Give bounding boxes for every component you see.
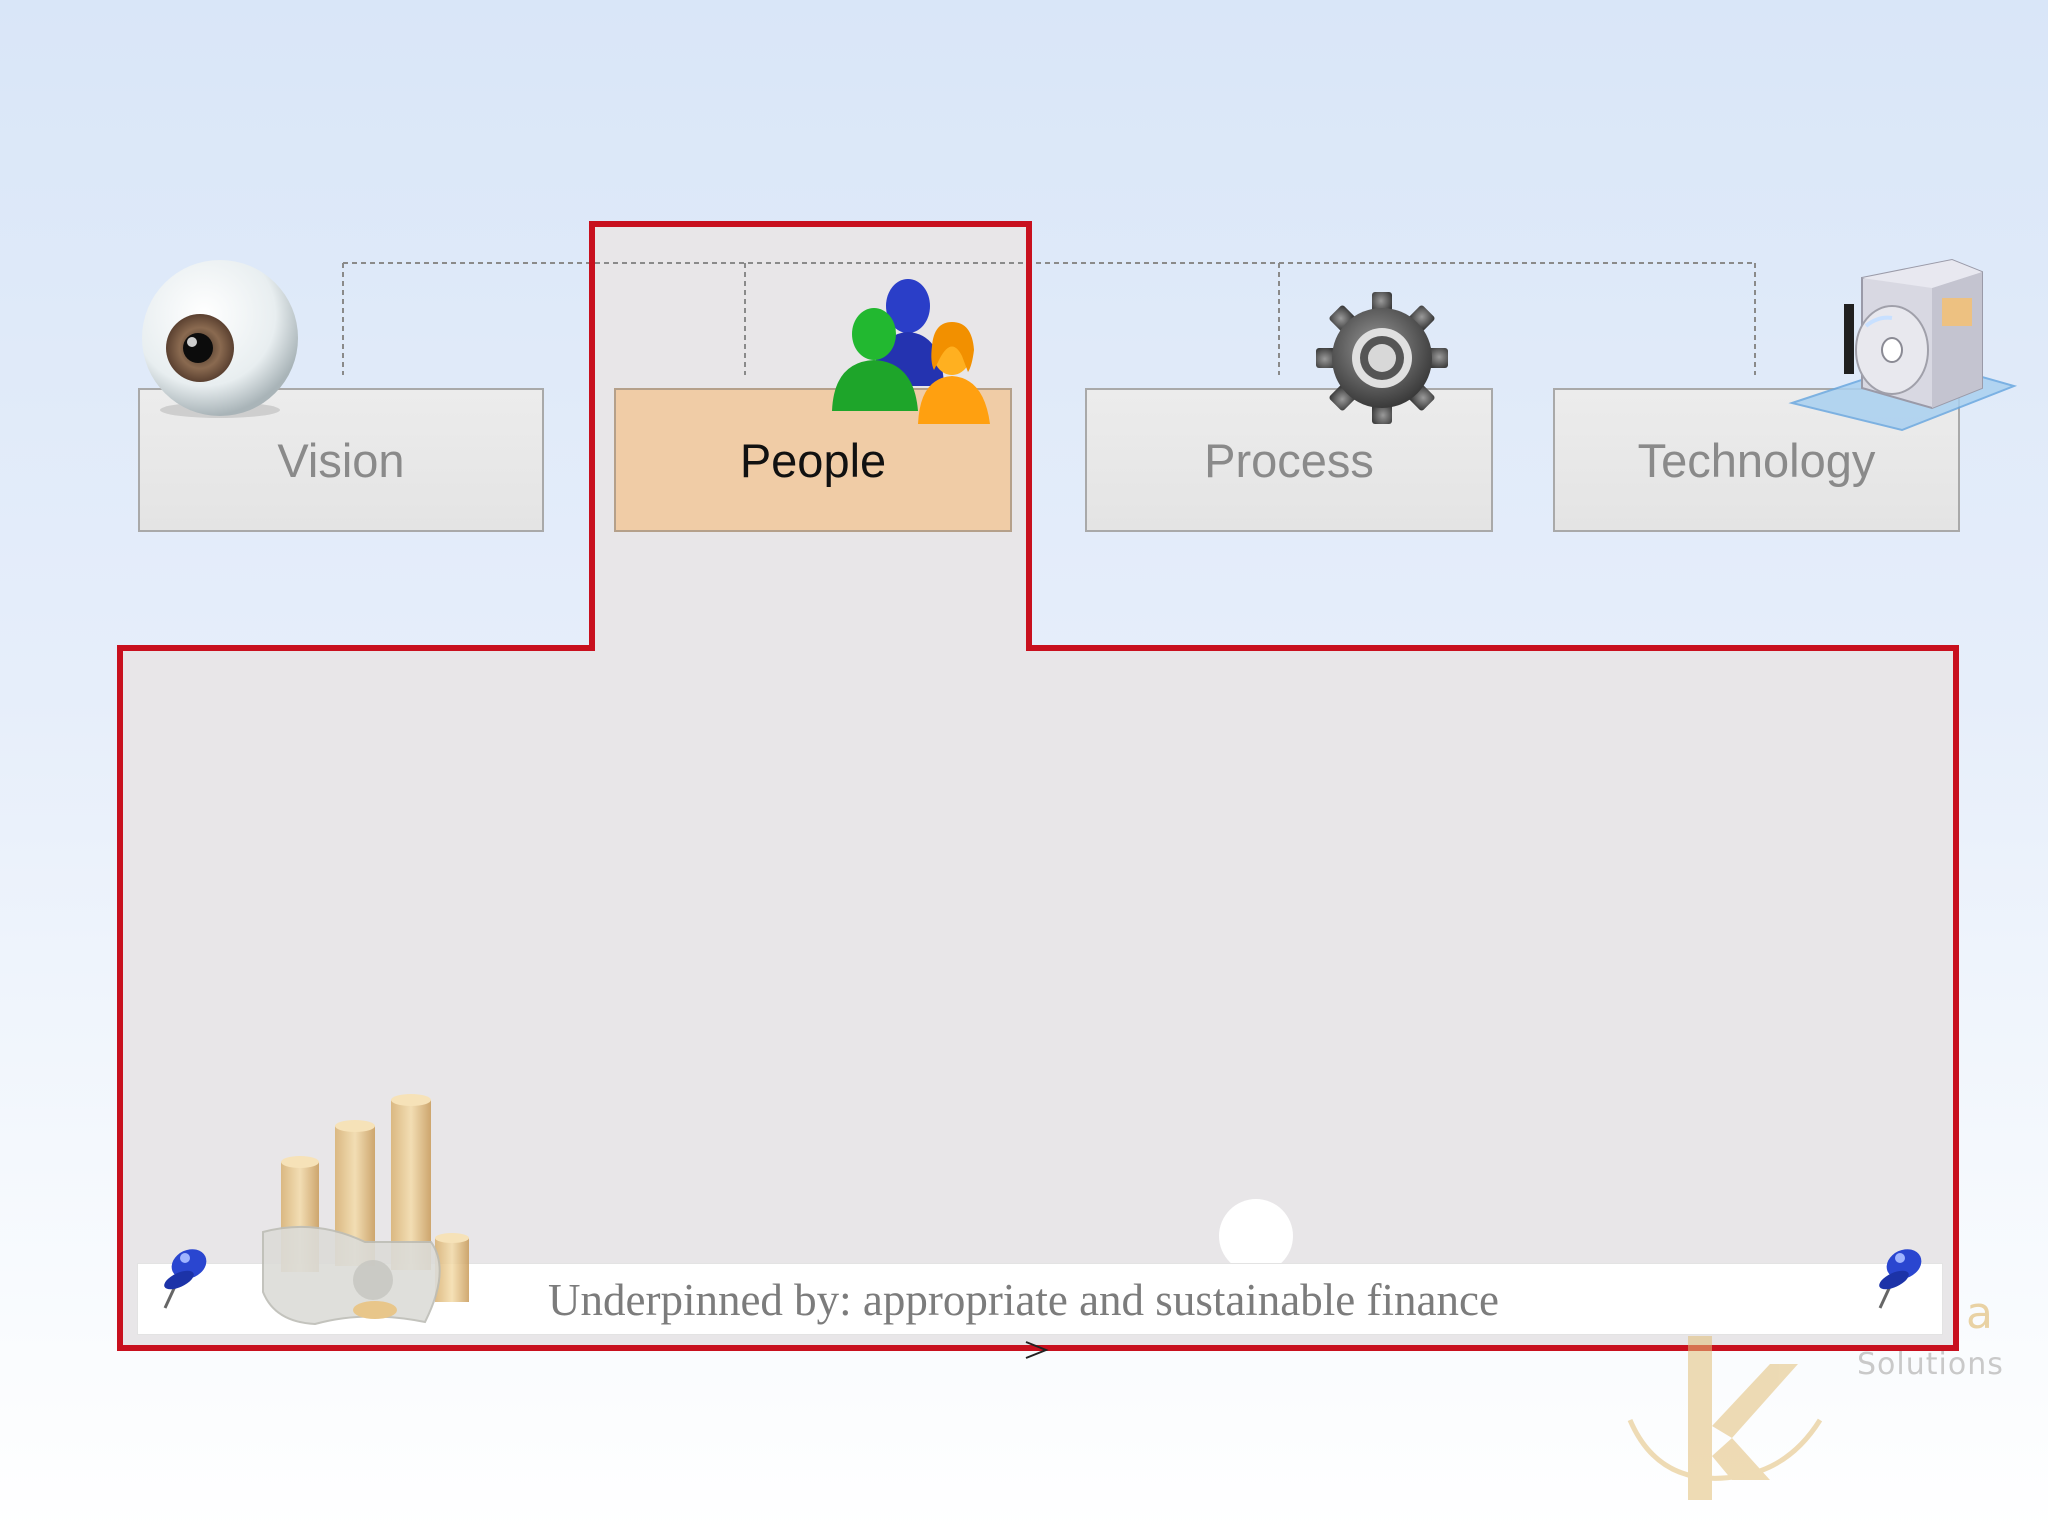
logo-text: a [1966, 1288, 1993, 1339]
software-box-icon [1788, 258, 2018, 432]
pushpin-right-icon [1878, 1249, 1922, 1309]
logo-subtitle: Solutions [1857, 1347, 2004, 1382]
highlight-outline [117, 221, 1959, 1351]
company-logo-mark [1627, 1336, 1823, 1500]
pillar-technology-label: Technology [1637, 433, 1876, 487]
pillar-process[interactable]: Process [1085, 388, 1493, 532]
pillar-vision-label: Vision [277, 433, 405, 487]
connector-lines [342, 262, 1756, 375]
foundation-text: Underpinned by: appropriate and sustaina… [548, 1275, 1499, 1325]
connector-node [1219, 1199, 1293, 1273]
pillar-vision[interactable]: Vision [138, 388, 544, 532]
arrow-mark [1025, 1341, 1049, 1359]
highlight-panel-fill [120, 224, 1956, 1348]
pillar-process-label: Process [1204, 433, 1374, 487]
pushpin-left-icon [163, 1249, 207, 1309]
people-icon [832, 279, 990, 424]
eye-icon [142, 260, 298, 418]
money-coins-icon [262, 1094, 469, 1326]
pillar-people-label: People [739, 433, 887, 487]
gear-icon [1316, 292, 1448, 424]
